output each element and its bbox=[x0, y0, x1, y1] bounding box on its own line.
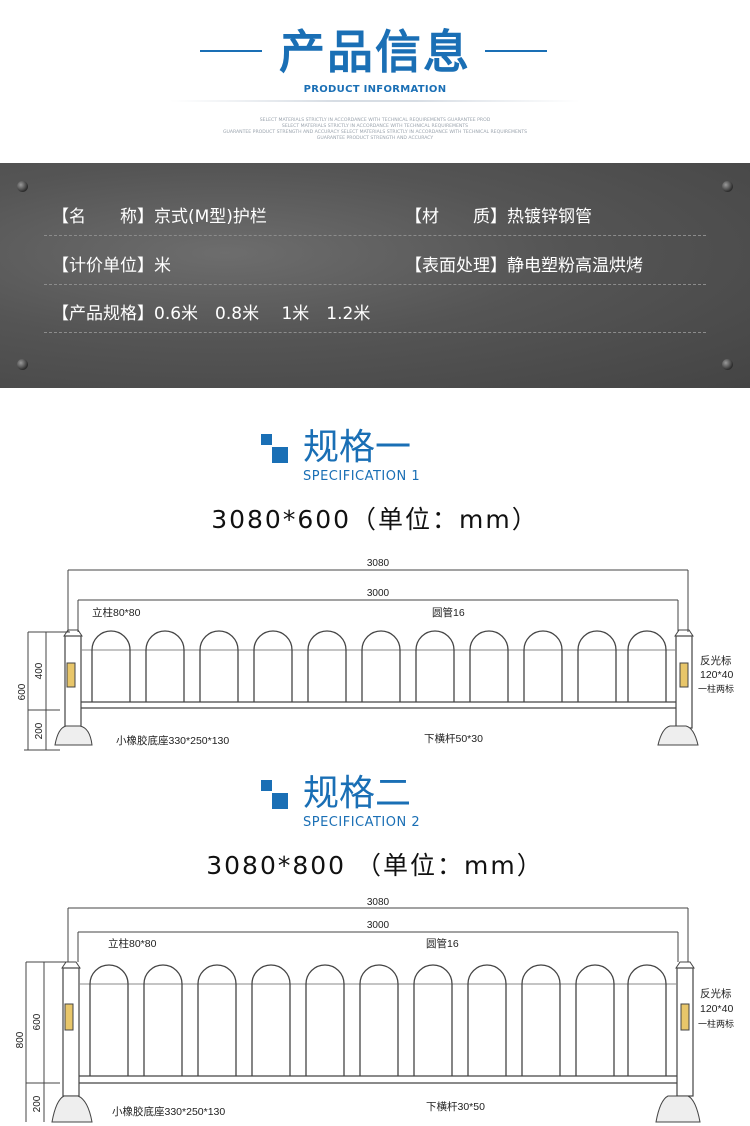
label-reflector-size: 120*40 bbox=[700, 669, 733, 681]
arch bbox=[145, 630, 185, 702]
dim-inner-label: 3000 bbox=[367, 588, 390, 599]
rivet-icon bbox=[17, 359, 28, 370]
info-panel: 【名 称】京式(M型)护栏 【材 质】热镀锌钢管 【计价单位】米 【表面处理】静… bbox=[0, 163, 750, 388]
dim-total-label: 3080 bbox=[367, 558, 390, 569]
arch bbox=[575, 964, 615, 1076]
arch bbox=[91, 630, 131, 702]
post-cap bbox=[674, 629, 694, 637]
page-subtitle: PRODUCT INFORMATION bbox=[303, 84, 447, 95]
info-spec: 【产品规格】0.6米 0.8米 1米 1.2米 bbox=[52, 304, 371, 324]
spec2-drawing: 3080 3000 800 600 200 立柱80*80 圆管16 反光标 1… bbox=[15, 897, 734, 1123]
label-reflector-note: 一柱两标 bbox=[698, 1018, 734, 1029]
arch bbox=[305, 964, 345, 1076]
label-tube: 圆管16 bbox=[426, 937, 459, 950]
fine-print-line: GUARANTEE PRODUCT STRENGTH AND ACCURACY bbox=[316, 136, 434, 141]
reflector-right bbox=[679, 662, 689, 688]
post-cap bbox=[675, 961, 695, 969]
page-title: 产品信息 bbox=[279, 25, 471, 79]
fine-print-line: GUARANTEE PRODUCT STRENGTH AND ACCURACY … bbox=[222, 130, 528, 135]
fine-print-line: SELECT MATERIALS STRICTLY IN ACCORDANCE … bbox=[281, 124, 469, 129]
arch bbox=[253, 630, 293, 702]
spec1-drawing: 3080 3000 600 400 200 立柱80*80 圆管16 反光标 1… bbox=[17, 558, 734, 751]
rivet-icon bbox=[17, 181, 28, 192]
reflector-right bbox=[680, 1003, 690, 1031]
info-divider bbox=[44, 235, 706, 236]
rivet-icon bbox=[722, 359, 733, 370]
label-post: 立柱80*80 bbox=[108, 937, 157, 950]
dim-h-total: 600 bbox=[17, 683, 28, 700]
dim-h-lower: 200 bbox=[32, 1095, 43, 1112]
arch bbox=[467, 964, 507, 1076]
fine-print-line: SELECT MATERIALS STRICTLY IN ACCORDANCE … bbox=[259, 118, 491, 123]
arch bbox=[197, 964, 237, 1076]
arch bbox=[523, 630, 563, 702]
reflector-left bbox=[64, 1003, 74, 1031]
label-rail: 下横杆30*50 bbox=[426, 1100, 485, 1113]
dim-h-total: 800 bbox=[15, 1031, 26, 1048]
post-right bbox=[676, 967, 694, 1097]
base-left bbox=[54, 725, 93, 746]
arch bbox=[627, 964, 667, 1076]
dim-total-label: 3080 bbox=[367, 897, 390, 908]
label-tube: 圆管16 bbox=[432, 606, 465, 619]
arch bbox=[627, 630, 667, 702]
reflector-left bbox=[66, 662, 76, 688]
spec1-title: 规格一 bbox=[303, 427, 412, 468]
label-reflector: 反光标 bbox=[700, 654, 732, 667]
dim-h-upper: 600 bbox=[32, 1013, 43, 1030]
arch bbox=[413, 964, 453, 1076]
spec-bullet-icon bbox=[272, 793, 288, 809]
arch bbox=[521, 964, 561, 1076]
arch bbox=[361, 630, 401, 702]
arch bbox=[415, 630, 455, 702]
info-divider bbox=[44, 284, 706, 285]
spec2-en: SPECIFICATION 2 bbox=[303, 815, 421, 830]
arch bbox=[199, 630, 239, 702]
spec-bullet-icon bbox=[272, 447, 288, 463]
spec-bullet-icon bbox=[261, 780, 272, 791]
arch bbox=[89, 964, 129, 1076]
header-right-line bbox=[485, 50, 547, 52]
dim-h-lower: 200 bbox=[34, 722, 45, 739]
arch-group bbox=[91, 630, 667, 702]
post-left bbox=[62, 967, 80, 1097]
label-base: 小橡胶底座330*250*130 bbox=[112, 1105, 225, 1118]
dim-inner-label: 3000 bbox=[367, 920, 390, 931]
info-surface: 【表面处理】静电塑粉高温烘烤 bbox=[405, 256, 643, 276]
label-reflector-note: 一柱两标 bbox=[698, 683, 734, 694]
spec1-en: SPECIFICATION 1 bbox=[303, 469, 421, 484]
info-divider bbox=[44, 332, 706, 333]
post-cap bbox=[61, 961, 81, 969]
info-name: 【名 称】京式(M型)护栏 bbox=[52, 207, 267, 227]
post-cap bbox=[63, 629, 83, 637]
dim-h-upper: 400 bbox=[34, 662, 45, 679]
header-left-line bbox=[200, 50, 262, 52]
base-right bbox=[657, 725, 699, 746]
header-divider bbox=[170, 100, 580, 102]
arch-group bbox=[89, 964, 667, 1076]
arch bbox=[577, 630, 617, 702]
arch bbox=[143, 964, 183, 1076]
base-right bbox=[655, 1095, 701, 1123]
arch bbox=[359, 964, 399, 1076]
label-rail: 下横杆50*30 bbox=[424, 732, 483, 745]
label-reflector: 反光标 bbox=[700, 987, 732, 1000]
arch bbox=[251, 964, 291, 1076]
info-material: 【材 质】热镀锌钢管 bbox=[405, 207, 592, 227]
spec1-dimensions: 3080*600（单位：mm） bbox=[211, 505, 539, 534]
base-left bbox=[51, 1095, 93, 1123]
arch bbox=[469, 630, 509, 702]
info-unit: 【计价单位】米 bbox=[52, 256, 171, 276]
spec2-dimensions: 3080*800 （单位：mm） bbox=[206, 851, 544, 880]
rivet-icon bbox=[722, 181, 733, 192]
label-post: 立柱80*80 bbox=[92, 606, 141, 619]
arch bbox=[307, 630, 347, 702]
label-base: 小橡胶底座330*250*130 bbox=[116, 734, 229, 747]
spec2-title: 规格二 bbox=[303, 773, 412, 814]
label-reflector-size: 120*40 bbox=[700, 1003, 733, 1015]
spec-bullet-icon bbox=[261, 434, 272, 445]
